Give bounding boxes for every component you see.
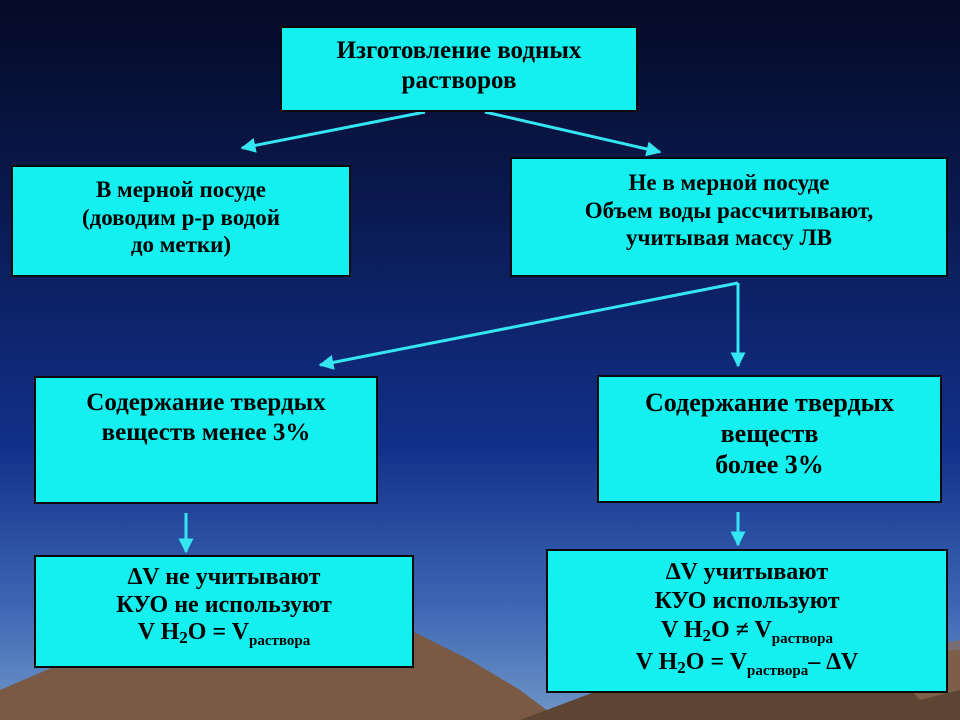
high-solids-box: Содержание твердых веществ более 3% <box>597 375 942 503</box>
low-result-line-1: ∆V не учитывают <box>127 564 321 590</box>
left-method-box: В мерной посуде (доводим р-р водой до ме… <box>11 165 351 277</box>
low-result-line-2: КУО не используют <box>116 591 332 618</box>
left-method-line-3: до метки) <box>130 232 232 258</box>
arrow-root-to-left <box>240 110 426 153</box>
arrow-root-to-right <box>484 110 662 157</box>
high-solids-line-2: веществ <box>720 419 819 449</box>
high-solids-line-3: более 3% <box>715 450 824 480</box>
root-line-1: Изготовление водных <box>336 37 582 64</box>
high-solids-line-1: Содержание твердых <box>645 388 894 417</box>
high-result-formula-1: V H2O ≠ Vраствора <box>660 616 834 647</box>
left-method-line-1: В мерной посуде <box>95 177 267 202</box>
left-method-line-2: (доводим р-р водой <box>81 204 281 230</box>
high-result-formula-2: V H2O = Vраствора– ∆V <box>635 648 859 679</box>
arrow-right-to-low <box>318 281 739 370</box>
low-result-formula: V H2O = Vраствора <box>137 619 311 650</box>
low-solids-line-2: веществ менее 3% <box>101 419 311 446</box>
low-result-box: ∆V не учитывают КУО не используют V H2O … <box>34 555 414 668</box>
right-method-box: Не в мерной посуде Объем воды рассчитыва… <box>510 157 948 277</box>
low-solids-line-1: Содержание твердых <box>86 389 326 416</box>
right-method-line-3: учитывая массу ЛВ <box>626 225 832 251</box>
high-result-line-1: ∆V учитывают <box>665 559 829 585</box>
right-method-line-1: Не в мерной посуде <box>628 170 830 195</box>
high-result-line-2: КУО используют <box>654 587 840 614</box>
root-box: Изготовление водных растворов <box>280 26 638 112</box>
root-line-2: растворов <box>401 67 517 94</box>
low-solids-box: Содержание твердых веществ менее 3% <box>34 376 378 504</box>
right-method-line-2: Объем воды рассчитывают, <box>584 197 874 223</box>
high-result-box: ∆V учитывают КУО используют V H2O ≠ Vрас… <box>546 549 948 693</box>
